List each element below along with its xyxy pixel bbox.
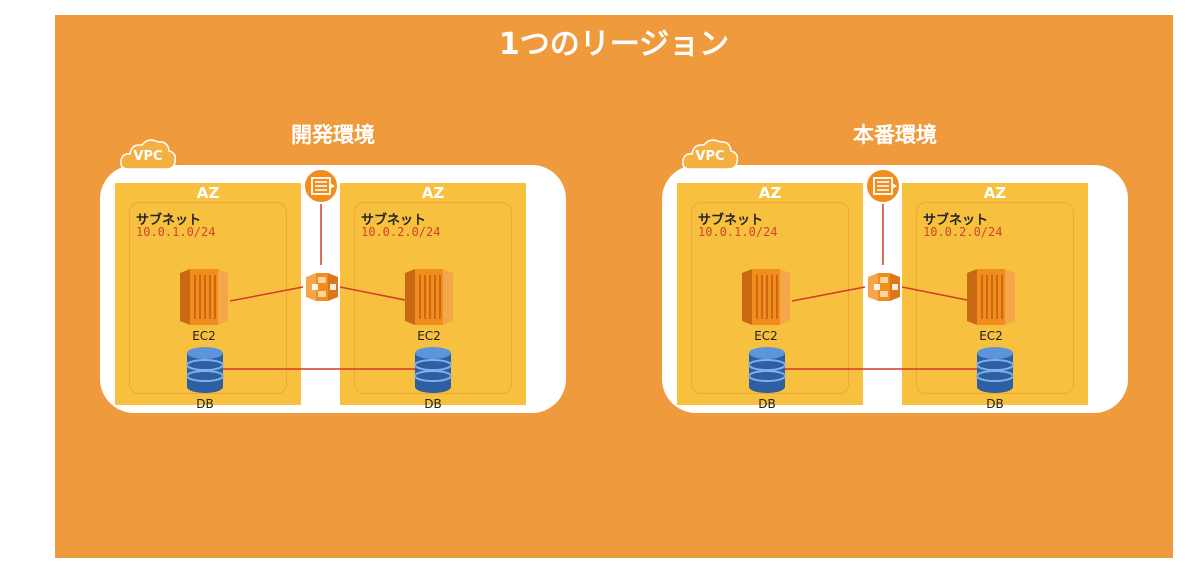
database-icon[interactable]	[183, 345, 227, 395]
subnet: サブネット 10.0.1.0/24	[129, 202, 287, 394]
ec2-label: EC2	[417, 329, 441, 343]
subnet-title: サブネット	[923, 213, 989, 228]
subnet-cidr: 10.0.1.0/24	[136, 225, 216, 239]
ec2-instance-icon[interactable]	[176, 265, 232, 329]
ec2-instance-icon[interactable]	[738, 265, 794, 329]
vpc-label: VPC	[695, 149, 725, 164]
db-label: DB	[986, 397, 1004, 411]
environment-dev: 開発環境 VPC AZ サブネット 10.0.1.0/24 AZ サブネット 1…	[100, 115, 566, 415]
environment-title: 本番環境	[853, 123, 937, 147]
internet-gateway-icon[interactable]	[864, 167, 902, 205]
ec2-left-to-elb-line	[791, 286, 866, 302]
db-label: DB	[758, 397, 776, 411]
region-title: 1つのリージョン	[498, 27, 730, 62]
load-balancer-icon[interactable]	[300, 265, 344, 309]
ec2-label: EC2	[754, 329, 778, 343]
db-label: DB	[424, 397, 442, 411]
elb-to-ec2-right-line	[901, 286, 973, 302]
subnet-cidr: 10.0.2.0/24	[361, 225, 441, 239]
subnet: サブネット 10.0.2.0/24	[354, 202, 512, 394]
subnet-cidr: 10.0.2.0/24	[923, 225, 1003, 239]
environment-prod: 本番環境 VPC AZ サブネット 10.0.1.0/24 AZ サブネット 1…	[662, 115, 1128, 415]
database-icon[interactable]	[411, 345, 455, 395]
subnet-title: サブネット	[136, 213, 202, 228]
connection-lines	[205, 200, 433, 370]
ec2-left-to-elb-line	[229, 286, 304, 302]
connection-lines	[767, 200, 995, 370]
az-label: AZ	[983, 184, 1007, 202]
az-label: AZ	[421, 184, 445, 202]
internet-gateway-icon[interactable]	[302, 167, 340, 205]
vpc-label: VPC	[133, 149, 163, 164]
subnet-title: サブネット	[361, 213, 427, 228]
ec2-instance-icon[interactable]	[401, 265, 457, 329]
database-icon[interactable]	[745, 345, 789, 395]
subnet-title: サブネット	[698, 213, 764, 228]
ec2-label: EC2	[979, 329, 1003, 343]
subnet: サブネット 10.0.2.0/24	[916, 202, 1074, 394]
subnet: サブネット 10.0.1.0/24	[691, 202, 849, 394]
environment-title: 開発環境	[291, 123, 375, 147]
cloud-icon	[682, 139, 739, 170]
elb-to-ec2-right-line	[339, 286, 411, 302]
region-container: 1つのリージョン 開発環境 VPC AZ サブネット 10.0.1.0/24 A…	[55, 15, 1173, 558]
az-label: AZ	[196, 184, 220, 202]
ec2-label: EC2	[192, 329, 216, 343]
az-label: AZ	[758, 184, 782, 202]
subnet-cidr: 10.0.1.0/24	[698, 225, 778, 239]
cloud-icon	[120, 139, 177, 170]
database-icon[interactable]	[973, 345, 1017, 395]
load-balancer-icon[interactable]	[862, 265, 906, 309]
db-label: DB	[196, 397, 214, 411]
ec2-instance-icon[interactable]	[963, 265, 1019, 329]
